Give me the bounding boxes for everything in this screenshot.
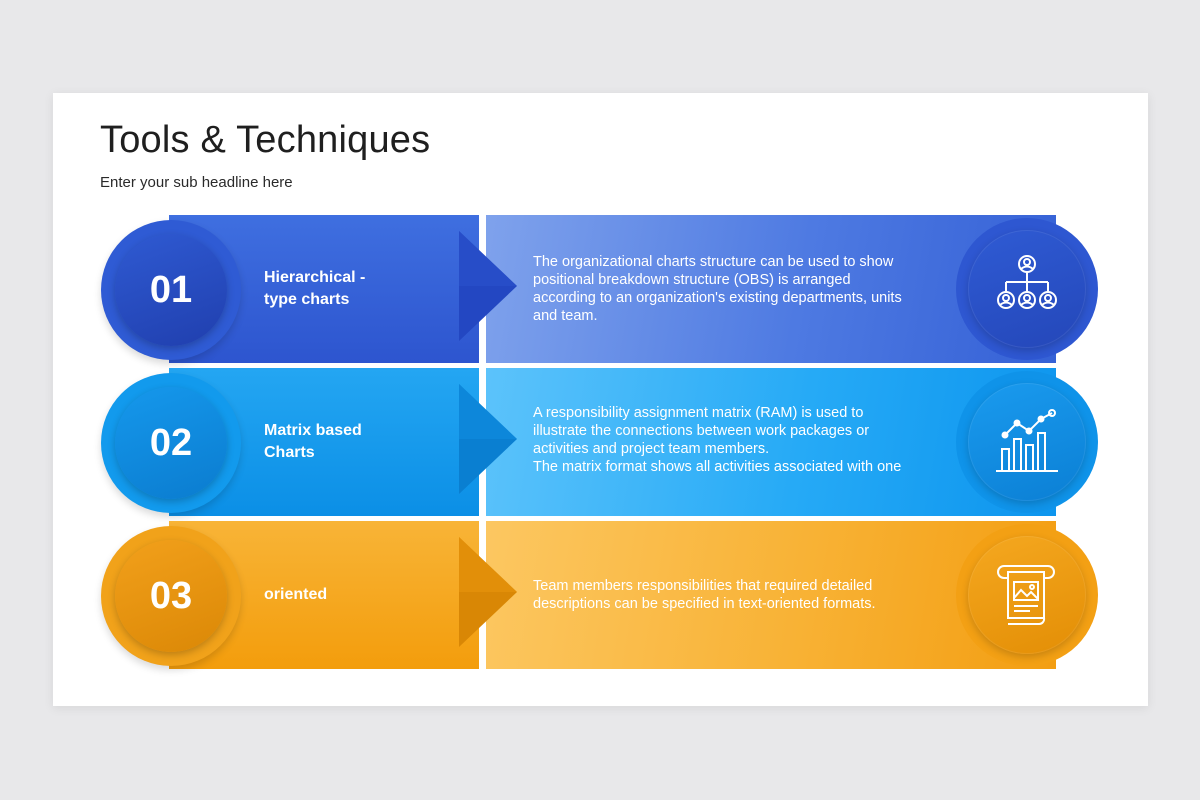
bar-chart-icon xyxy=(996,409,1058,472)
arrow-right-icon xyxy=(459,384,517,494)
arrow-right-icon xyxy=(459,537,517,647)
step-row-3: 03 oriented Team members responsibilitie… xyxy=(53,521,1148,669)
page-title: Tools & Techniques xyxy=(100,119,431,161)
number-circle-inner xyxy=(115,540,227,652)
step-label: Matrix based Charts xyxy=(264,422,362,461)
step-description: A responsibility assignment matrix (RAM)… xyxy=(533,405,902,475)
step-row-2: 02 Matrix based Charts A responsibility … xyxy=(53,368,1148,516)
step-label: Hierarchical - type charts xyxy=(264,269,366,308)
scroll-document-icon xyxy=(997,565,1055,625)
step-number: 02 xyxy=(149,422,193,464)
step-row-1: 01 Hierarchical - type charts The organi… xyxy=(53,215,1148,363)
number-circle-inner xyxy=(115,387,227,499)
arrow-right-icon xyxy=(459,231,517,341)
slide: Tools & Techniques Enter your sub headli… xyxy=(53,93,1148,706)
step-description: The organizational charts structure can … xyxy=(533,254,902,324)
step-number: 03 xyxy=(149,575,193,617)
page-subtitle: Enter your sub headline here xyxy=(100,174,293,191)
step-description: Team members responsibilities that requi… xyxy=(533,578,876,612)
step-number: 01 xyxy=(149,269,193,311)
icon-circle xyxy=(968,383,1086,501)
org-chart-icon xyxy=(997,255,1057,309)
number-circle-inner xyxy=(115,234,227,346)
step-label: oriented xyxy=(264,586,328,603)
